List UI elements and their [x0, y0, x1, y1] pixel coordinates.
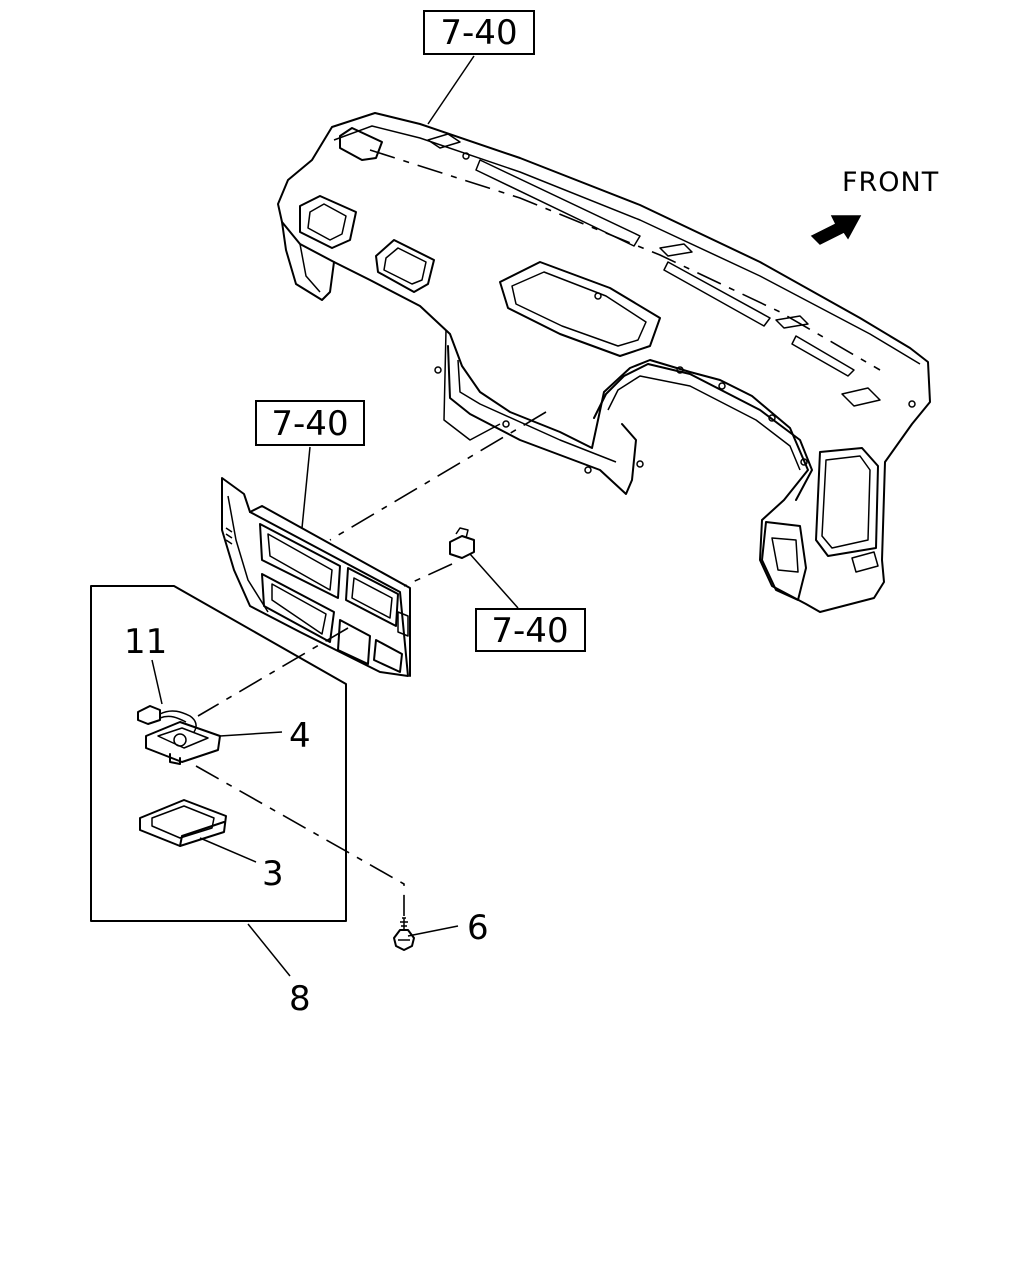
front-arrow-icon — [810, 215, 862, 245]
part-number-4: 4 — [289, 716, 311, 756]
reference-label-top: 7-40 — [440, 13, 517, 53]
reference-box-middle[interactable]: 7-40 — [255, 400, 365, 446]
assembly-dash-lines — [195, 411, 547, 916]
part-4-holder-drawing — [145, 721, 221, 765]
part-number-6: 6 — [467, 908, 489, 948]
reference-label-clip: 7-40 — [491, 611, 568, 651]
part-number-11: 11 — [124, 622, 167, 662]
part-3-ashtray-drawing — [139, 799, 227, 847]
assembly-group-outline — [90, 585, 347, 922]
reference-box-clip[interactable]: 7-40 — [475, 608, 586, 652]
front-direction-label: FRONT — [842, 167, 939, 198]
part-number-3: 3 — [262, 854, 284, 894]
reference-box-top[interactable]: 7-40 — [423, 10, 535, 55]
leader-lines — [151, 55, 519, 977]
instrument-panel-drawing — [277, 112, 931, 613]
part-number-8: 8 — [289, 979, 311, 1019]
clip-drawing — [449, 527, 475, 559]
reference-label-middle: 7-40 — [271, 404, 348, 444]
center-cluster-panel-drawing — [221, 477, 411, 677]
part-6-screw-drawing — [393, 917, 415, 951]
